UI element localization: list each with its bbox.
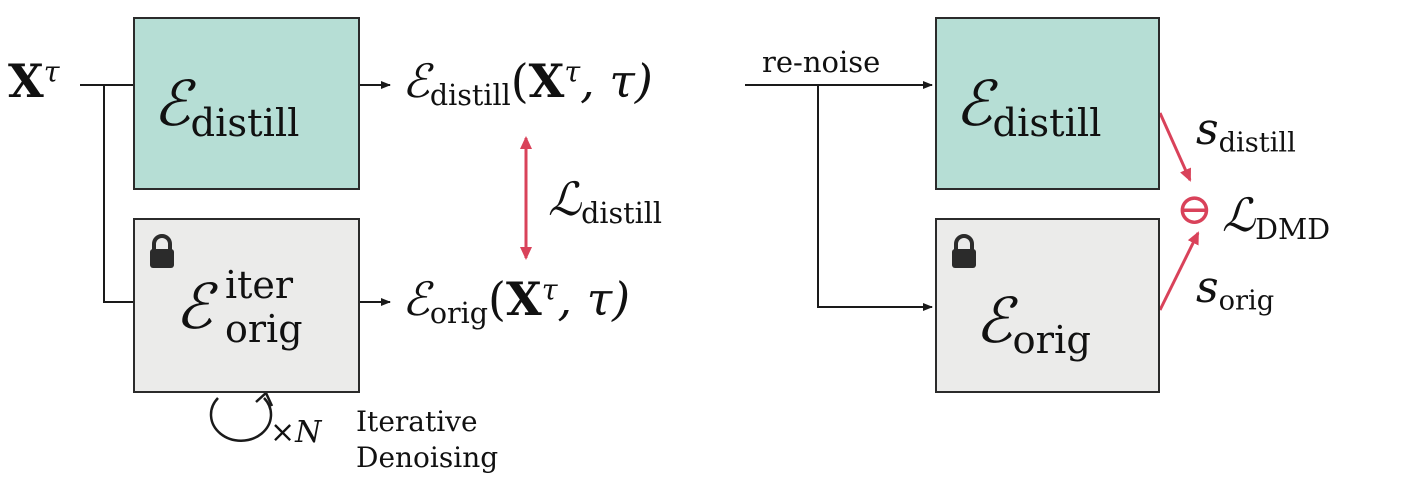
loop-arrow-icon xyxy=(209,390,274,442)
lock-icon xyxy=(150,234,174,268)
s-orig-label: sorig xyxy=(1196,262,1275,317)
s-distill-arrow xyxy=(1158,112,1192,182)
dmd-loss-label: ℒDMD xyxy=(1222,188,1331,246)
distill-block-right-label: ℰdistill xyxy=(955,67,1102,146)
distill-loss-label: ℒdistill xyxy=(548,172,662,230)
orig-block-right-label: ℰorig xyxy=(975,284,1091,363)
renoise-label: re-noise xyxy=(762,45,881,79)
s-orig-arrow xyxy=(1158,231,1200,311)
loop-caption-line2: Denoising xyxy=(356,441,499,474)
input-label: Xτ xyxy=(8,54,60,108)
renoise-arrow-bottom xyxy=(817,85,933,311)
input-fork-line xyxy=(103,85,133,303)
orig-block-right: ℰorig xyxy=(935,218,1160,393)
loop-times-label: ×N xyxy=(270,415,322,450)
distill-block-right: ℰdistill xyxy=(935,17,1160,190)
lock-icon xyxy=(952,234,976,268)
s-distill-label: sdistill xyxy=(1196,104,1296,159)
distill-block-left-label: ℰdistill xyxy=(153,67,300,146)
orig-output-label: ℰorig(Xτ, τ) xyxy=(402,272,631,330)
orig-iter-block: ℰ iter orig xyxy=(133,218,360,393)
orig-iter-block-label: ℰ xyxy=(175,270,213,343)
orig-iter-sub: orig xyxy=(225,307,303,351)
orig-iter-sup: iter xyxy=(225,263,294,307)
loop-caption-line1: Iterative xyxy=(356,405,478,438)
distill-block-left: ℰdistill xyxy=(133,17,360,190)
distill-output-label: ℰdistill(Xτ, τ) xyxy=(402,54,653,112)
minus-operator-icon: ⊖ xyxy=(1176,184,1213,235)
